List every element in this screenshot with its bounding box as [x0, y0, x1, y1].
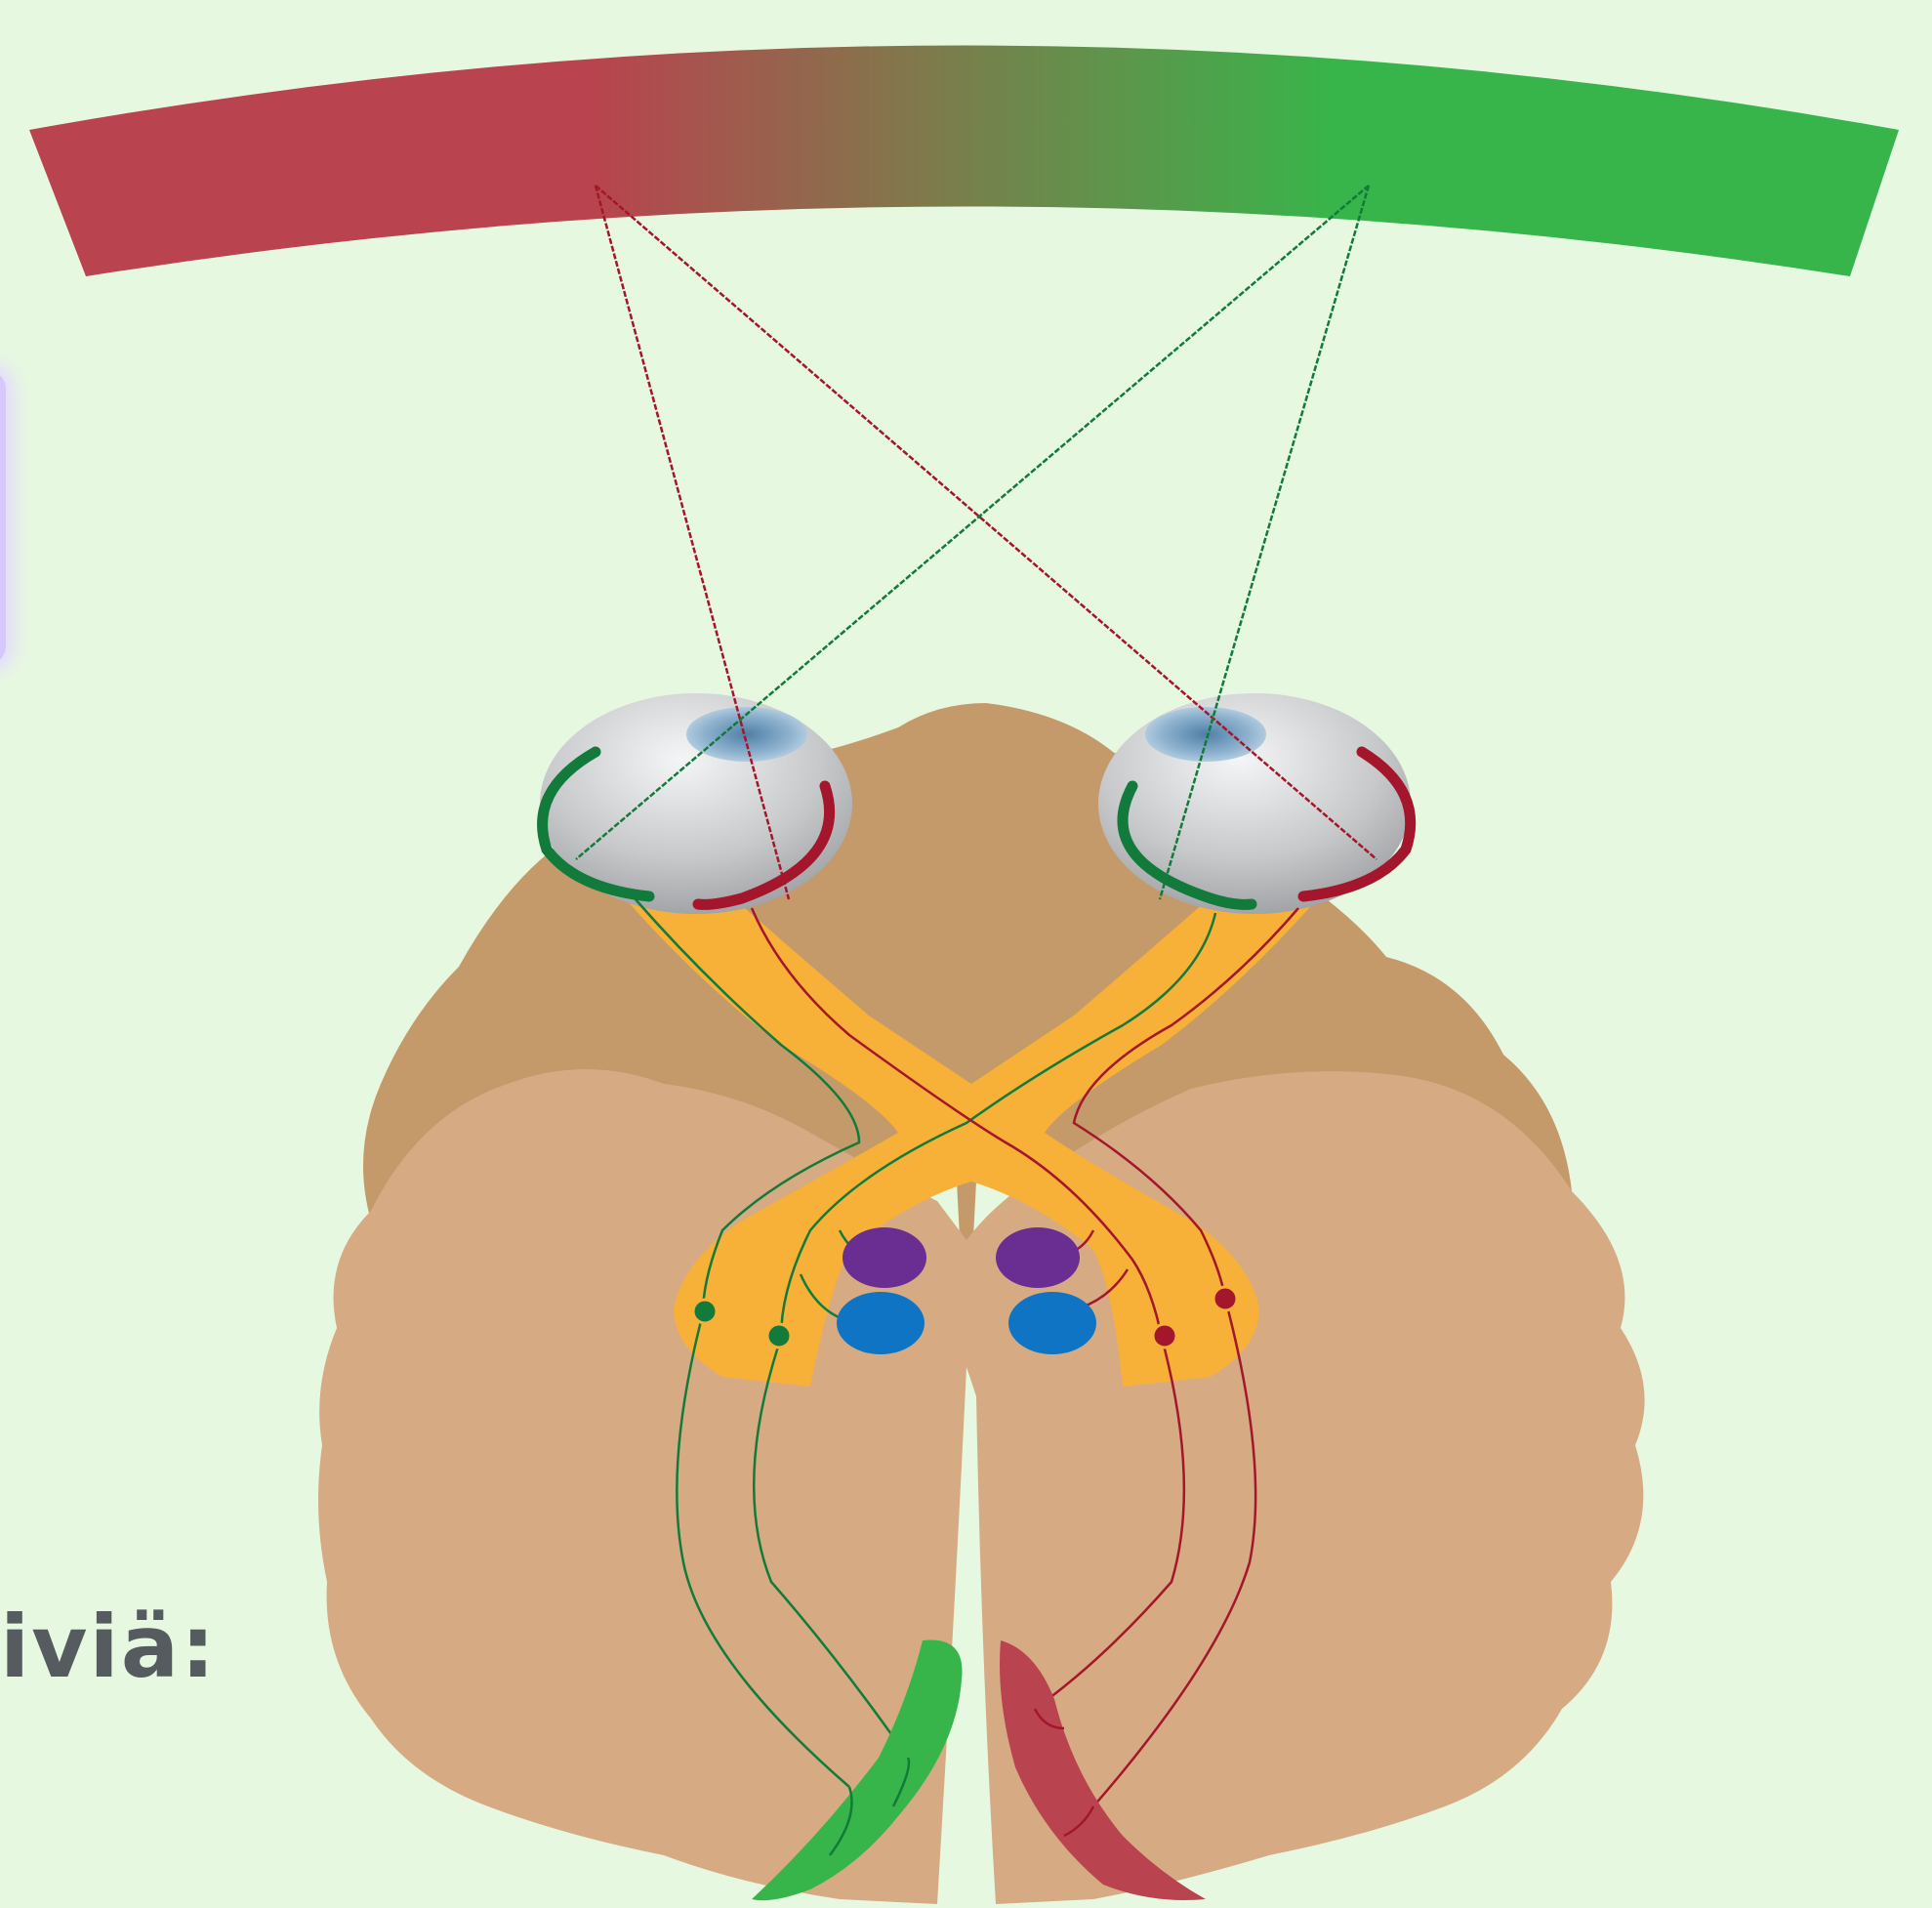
brain-inner-region	[318, 1069, 1645, 1904]
right-cornea	[1145, 707, 1266, 762]
lgn-neuron-red-2	[1213, 1287, 1237, 1310]
nucleus-purple-left	[843, 1227, 926, 1288]
nucleus-purple-right	[996, 1227, 1080, 1288]
visual-field-band	[29, 46, 1899, 277]
lgn-neuron-green-2	[767, 1324, 791, 1348]
lgn-neuron-red-1	[1153, 1324, 1176, 1348]
nucleus-blue-left	[837, 1292, 925, 1354]
partial-label-text: iviä:	[0, 1597, 217, 1697]
lgn-neuron-green-1	[693, 1300, 717, 1323]
nucleus-blue-right	[1008, 1292, 1096, 1354]
